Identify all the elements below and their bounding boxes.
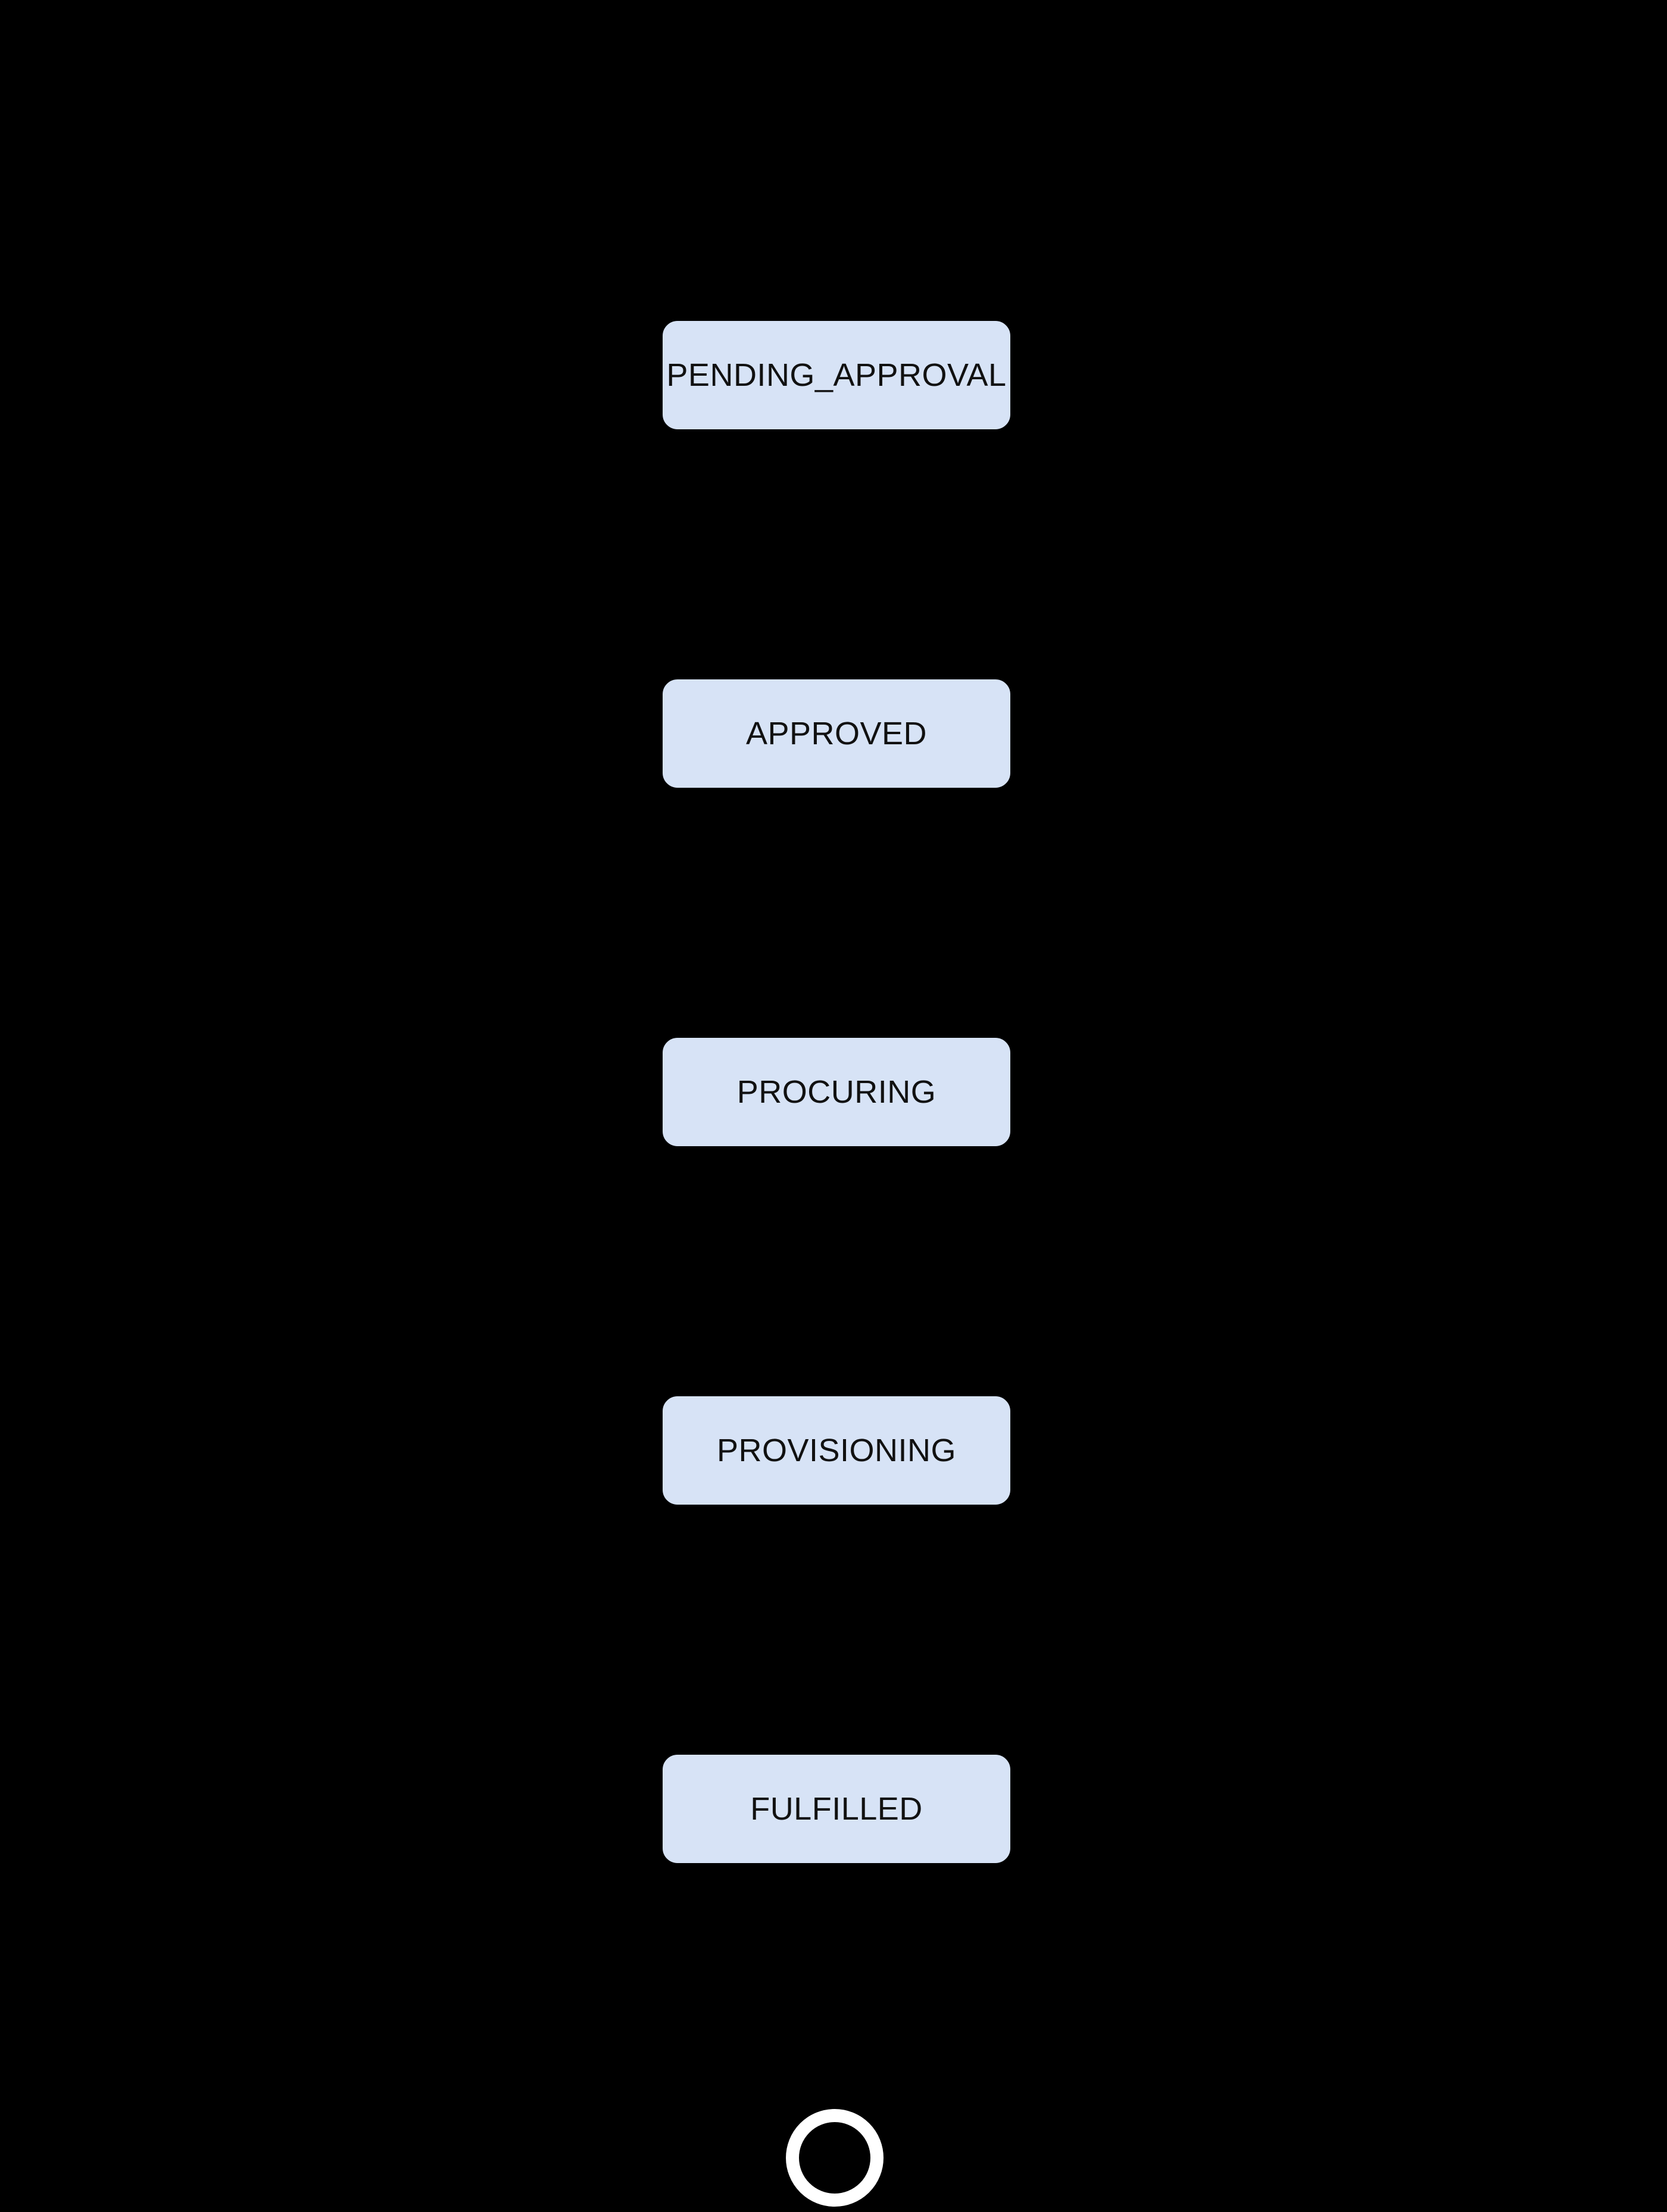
end-state-icon <box>786 2109 884 2207</box>
state-label: FULFILLED <box>750 1791 923 1827</box>
state-node-procuring: PROCURING <box>661 1036 1012 1148</box>
state-label: PROVISIONING <box>716 1433 957 1468</box>
state-node-pending-approval: PENDING_APPROVAL <box>661 319 1012 431</box>
state-node-fulfilled: FULFILLED <box>661 1753 1012 1865</box>
state-node-provisioning: PROVISIONING <box>661 1394 1012 1506</box>
state-label: PENDING_APPROVAL <box>666 357 1007 393</box>
state-node-approved: APPROVED <box>661 678 1012 790</box>
state-label: PROCURING <box>736 1074 936 1110</box>
state-label: APPROVED <box>745 716 928 751</box>
